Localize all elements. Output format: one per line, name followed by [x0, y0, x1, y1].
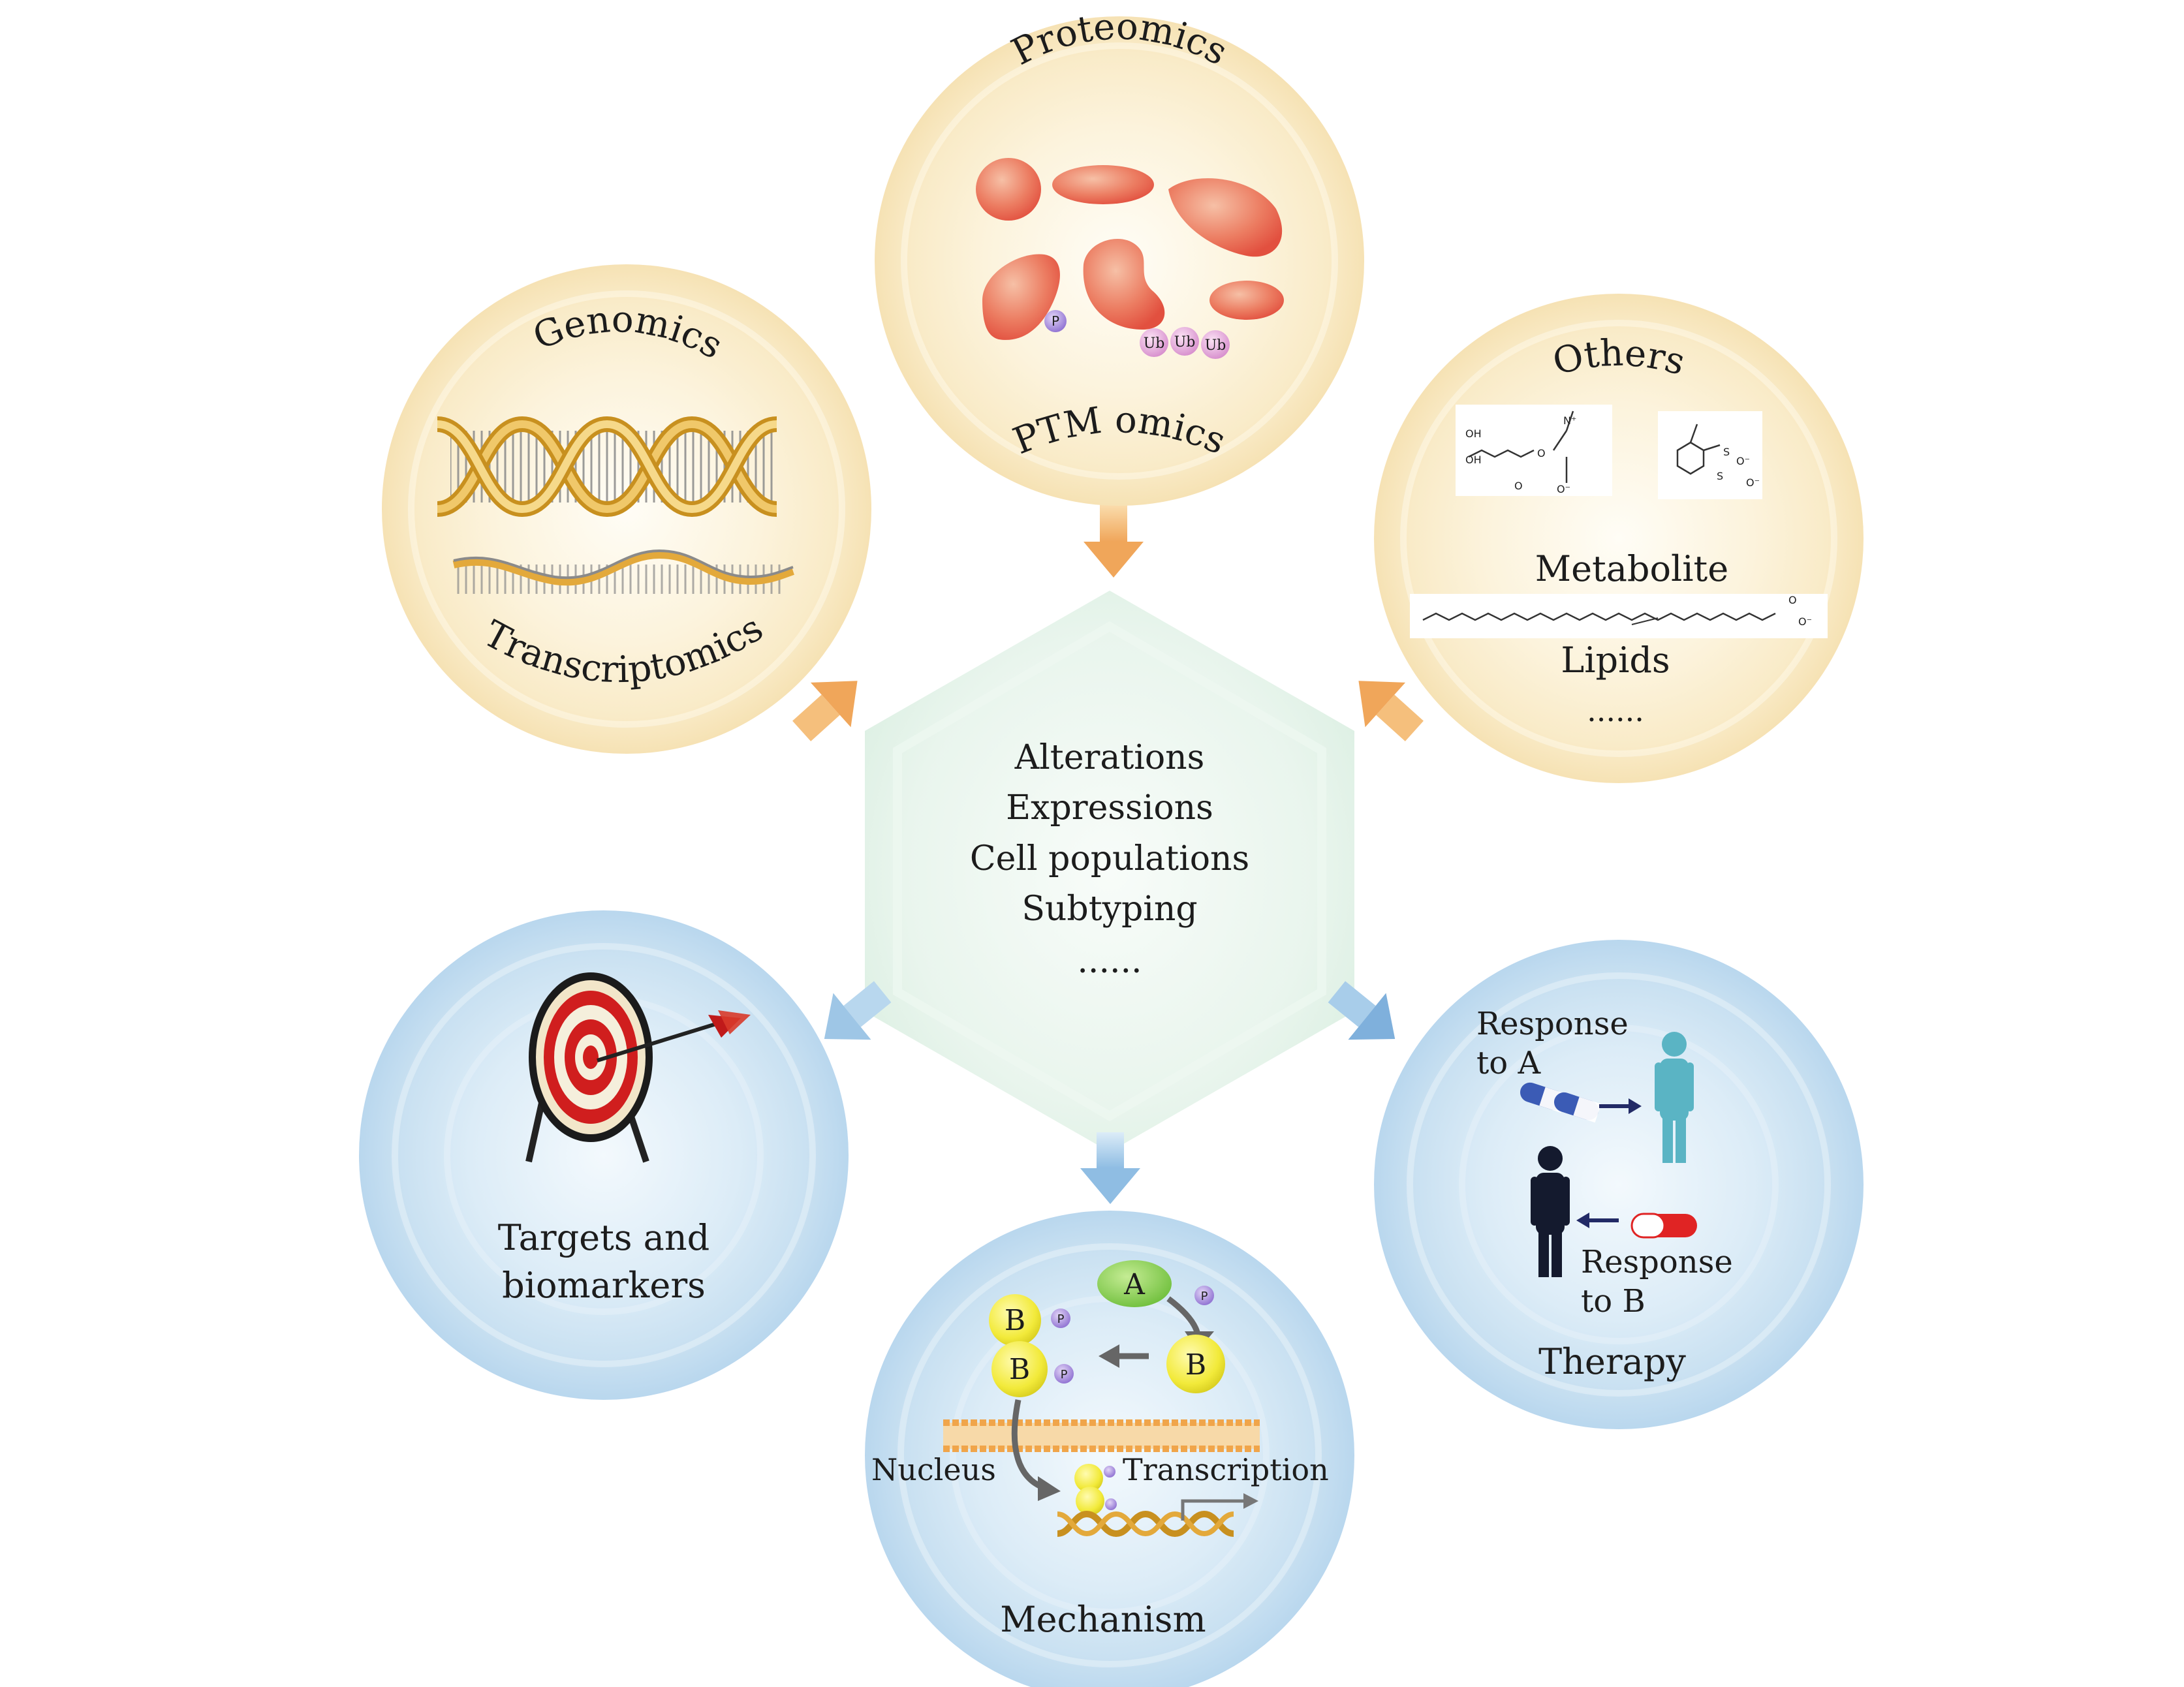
dna-double-helix: [436, 416, 778, 518]
arrow-center-to-therapy: [1328, 981, 1396, 1040]
svg-text:S: S: [1717, 470, 1723, 482]
svg-text:Ub: Ub: [1205, 337, 1226, 354]
protein-blob: [1209, 281, 1284, 320]
proteomics-circle: Proteomics P Ub Ub Ub PTM omics: [875, 5, 1364, 506]
svg-text:O: O: [1537, 447, 1546, 459]
mechanism-label: Mechanism: [1000, 1599, 1206, 1640]
others-ellipsis: ......: [1587, 693, 1644, 728]
lipids-label: Lipids: [1561, 640, 1670, 681]
center-line-alterations: Alterations: [1014, 738, 1205, 777]
svg-text:O⁻: O⁻: [1746, 476, 1760, 489]
nuclear-dna: [1057, 1510, 1234, 1538]
center-line-expressions: Expressions: [1006, 788, 1213, 828]
protein-b-nuclear: [1074, 1464, 1117, 1515]
therapy-label: Therapy: [1538, 1341, 1686, 1382]
genomics-circle: Genomics Transcriptomics: [382, 264, 871, 754]
protein-blob: [1083, 239, 1165, 330]
targets-circle: Targets and biomarkers: [359, 910, 849, 1400]
svg-text:P: P: [1052, 313, 1059, 329]
protein-blob: [1168, 178, 1283, 257]
protein-blob: [976, 158, 1041, 221]
arrow-center-to-mechanism: [1080, 1132, 1140, 1204]
svg-text:O⁻: O⁻: [1557, 483, 1570, 495]
nonresponder-person-icon: [1531, 1146, 1570, 1277]
response-a-line1: Response: [1476, 1006, 1629, 1042]
target-icon: [525, 972, 653, 1163]
svg-text:B: B: [1009, 1353, 1030, 1386]
svg-text:P: P: [1201, 1290, 1208, 1303]
protein-blobs: [976, 158, 1284, 340]
arrow-genomics-to-center: [792, 681, 858, 741]
center-hexagon: [865, 591, 1354, 1152]
svg-text:OH: OH: [1465, 427, 1482, 440]
center-line-subtyping: Subtyping: [1022, 890, 1197, 929]
targets-label-line2: biomarkers: [502, 1265, 706, 1306]
center-line-cell-populations: Cell populations: [970, 839, 1249, 878]
targets-label-line1: Targets and: [498, 1217, 710, 1258]
svg-text:P: P: [1057, 1312, 1065, 1326]
metabolite-structure-2: S O⁻ S O⁻: [1658, 411, 1762, 499]
nucleus-label: Nucleus: [871, 1452, 996, 1487]
svg-text:S: S: [1723, 446, 1730, 458]
protein-b-dimer: B B P P: [989, 1294, 1074, 1397]
lipid-structure: O O⁻: [1410, 594, 1828, 638]
responder-person-icon: [1655, 1032, 1694, 1163]
svg-text:O: O: [1514, 480, 1523, 492]
ptm-ubiquitin: Ub Ub Ub: [1140, 327, 1230, 359]
therapy-circle: Response to A: [1374, 940, 1864, 1429]
metabolite-structure-1: OH OH O N⁺ O O⁻: [1456, 405, 1612, 496]
svg-text:A: A: [1123, 1268, 1146, 1301]
svg-text:O⁻: O⁻: [1798, 615, 1812, 628]
phospho-p: P: [1194, 1286, 1214, 1305]
capsule-a-icon: [1520, 1082, 1601, 1123]
arrow-to-nonresponder: [1576, 1213, 1619, 1228]
svg-text:B: B: [1005, 1304, 1025, 1337]
metabolite-label: Metabolite: [1535, 548, 1728, 589]
arrow-others-to-center: [1358, 681, 1424, 741]
response-a-line2: to A: [1476, 1045, 1541, 1081]
response-b-line1: Response: [1581, 1244, 1733, 1280]
center-text: Alterations Expressions Cell populations…: [970, 738, 1249, 981]
arrow-icon: [597, 1010, 751, 1062]
svg-text:O: O: [1788, 594, 1797, 606]
arrow-to-responder: [1599, 1098, 1642, 1114]
mechanism-circle: A P B B B P P: [865, 1211, 1354, 1687]
ptm-phospho: P: [1044, 310, 1067, 332]
capsule-b-icon: [1630, 1213, 1697, 1239]
svg-text:OH: OH: [1465, 454, 1482, 466]
svg-text:N⁺: N⁺: [1563, 414, 1576, 427]
arrow-center-to-targets: [824, 981, 892, 1040]
protein-a: A: [1097, 1260, 1172, 1307]
svg-text:B: B: [1185, 1348, 1206, 1382]
transcription-label: Transcription: [1123, 1452, 1329, 1487]
others-circle: Others OH OH O N⁺ O O⁻ S O⁻ S O⁻ Metab: [1374, 294, 1864, 783]
svg-text:Ub: Ub: [1174, 334, 1196, 350]
svg-text:O⁻: O⁻: [1736, 455, 1750, 467]
protein-blob: [982, 254, 1060, 340]
response-b-line2: to B: [1581, 1283, 1646, 1320]
protein-blob: [1052, 165, 1154, 204]
protein-b-free: B: [1166, 1335, 1225, 1393]
rna-strand: [452, 549, 794, 594]
center-line-ellipsis: ......: [1077, 942, 1142, 981]
nuclear-membrane: [943, 1419, 1260, 1452]
svg-text:P: P: [1061, 1368, 1068, 1382]
arrow-proteomics-to-center: [1084, 503, 1144, 578]
svg-text:Ub: Ub: [1144, 335, 1165, 352]
